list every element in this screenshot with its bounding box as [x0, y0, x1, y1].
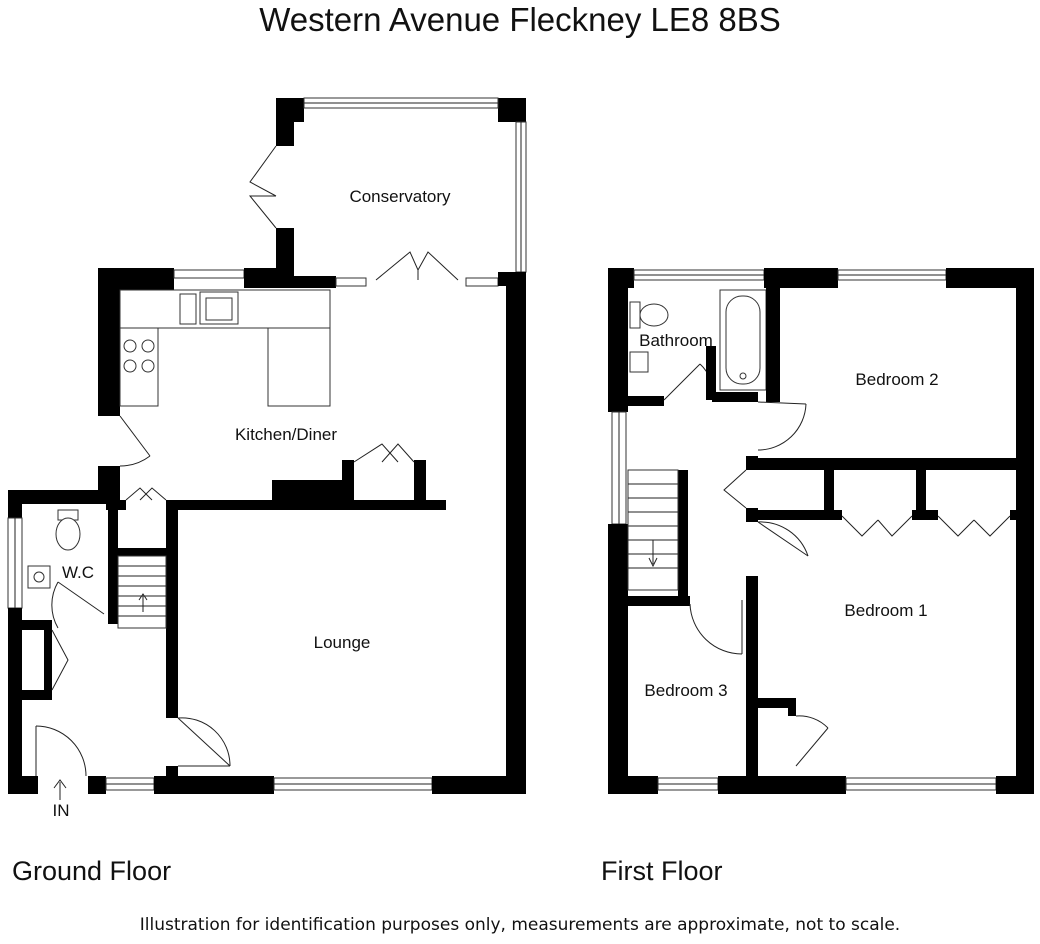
disclaimer-text: Illustration for identification purposes…: [139, 915, 901, 935]
kitchen-french-doors: [375, 251, 459, 281]
room-label-kitchen-diner: Kitchen/Diner: [235, 425, 337, 444]
landing-cupboard: [723, 456, 758, 522]
kitchen-side-door: [119, 415, 151, 467]
floor-label-first: First Floor: [601, 856, 723, 886]
bedroom-1-walls: [746, 521, 829, 776]
bathroom-fixtures: [628, 288, 780, 406]
bedroom-3-walls: [628, 596, 743, 655]
room-label-conservatory: Conservatory: [349, 187, 451, 206]
first-floor-outer-walls: [608, 268, 1034, 794]
ground-floor-interior-walls: [106, 443, 446, 784]
kitchen-units: [119, 289, 331, 407]
bedroom-1-wardrobes: [756, 466, 1034, 537]
ground-floor-stairs: [117, 555, 167, 629]
room-label-wc: W.C: [62, 563, 94, 582]
room-label-bedroom-3: Bedroom 3: [644, 681, 727, 700]
room-label-lounge: Lounge: [314, 633, 371, 652]
ground-floor-plan: [7, 97, 527, 800]
hall-cupboard: [22, 620, 231, 777]
bedroom-2-walls: [756, 401, 1034, 470]
ground-floor-outer-walls: [7, 268, 526, 794]
conservatory-walls: [276, 97, 527, 288]
entrance-arrow-icon: [53, 779, 67, 800]
page-title: Western Avenue Fleckney LE8 8BS: [259, 1, 781, 38]
room-label-bedroom-2: Bedroom 2: [855, 370, 938, 389]
first-floor-plan: [608, 268, 1034, 794]
room-label-bedroom-1: Bedroom 1: [844, 601, 927, 620]
first-floor-stairs: [627, 469, 688, 596]
conservatory-side-doors: [248, 145, 277, 229]
wc-fixtures: [27, 509, 105, 629]
entrance-label: IN: [53, 801, 70, 820]
room-label-bathroom: Bathroom: [639, 331, 713, 350]
floor-label-ground: Ground Floor: [12, 856, 172, 886]
